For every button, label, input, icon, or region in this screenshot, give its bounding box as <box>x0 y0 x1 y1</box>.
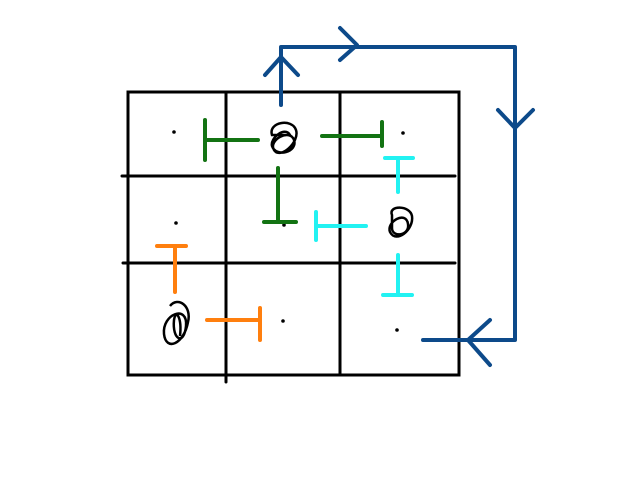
green-t-left <box>203 118 260 162</box>
arrow-left-icon <box>466 318 492 367</box>
green-t-down <box>262 166 298 224</box>
orange-t-right <box>205 306 262 342</box>
blue-cycle-arrow <box>263 26 535 367</box>
cyan-t-down <box>381 253 414 297</box>
arrow-up-icon <box>263 55 300 77</box>
orange-markers <box>155 244 262 342</box>
blue-path <box>279 45 517 342</box>
blob-bottom-left <box>162 300 190 346</box>
dot <box>174 221 178 225</box>
blob-middle-right <box>388 206 414 238</box>
green-t-right <box>320 120 384 148</box>
cyan-t-left <box>314 210 368 242</box>
cyan-t-up <box>383 156 415 194</box>
dot <box>172 130 176 134</box>
dot <box>281 319 285 323</box>
grid-border <box>126 90 461 377</box>
green-markers <box>203 118 384 224</box>
cell-dots <box>172 130 405 332</box>
dot <box>395 328 399 332</box>
dot <box>401 131 405 135</box>
cyan-markers <box>314 156 415 297</box>
arrow-down-icon <box>496 108 535 130</box>
blobs <box>162 121 414 346</box>
dot <box>282 223 286 227</box>
arrow-right-icon <box>338 26 359 62</box>
orange-t-up <box>155 244 188 294</box>
blob-top-middle <box>270 121 298 155</box>
